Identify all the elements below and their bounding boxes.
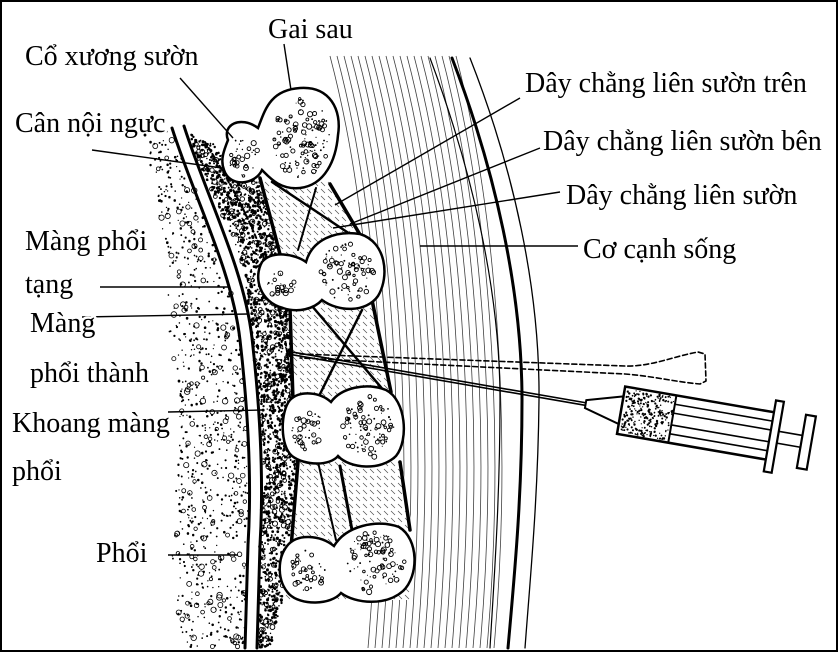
label-mang-phoi-tang-line1: Màng phổi — [25, 226, 147, 257]
label-co-canh-song: Cơ cạnh sống — [583, 234, 736, 265]
label-day-chang-lien-suon-tren: Dây chằng liên sườn trên — [525, 68, 807, 99]
label-day-chang-lien-suon-ben: Dây chằng liên sườn bên — [543, 126, 822, 157]
label-mang-phoi-tang-line2: tạng — [25, 269, 73, 300]
label-mang-phoi-thanh-line1: Màng — [30, 308, 95, 339]
label-can-noi-nguc: Cân nội ngực — [15, 108, 166, 139]
label-khoang-mang-phoi-line1: Khoang màng — [12, 408, 170, 439]
needle-tip — [289, 351, 294, 356]
label-phoi: Phổi — [96, 538, 148, 569]
label-mang-phoi-thanh-line2: phổi thành — [30, 358, 149, 389]
label-co-xuong-suon: Cổ xương sườn — [25, 41, 199, 72]
label-khoang-mang-phoi-line2: phổi — [12, 456, 62, 487]
label-day-chang-lien-suon: Dây chằng liên sườn — [566, 180, 797, 211]
label-gai-sau: Gai sau — [268, 14, 353, 45]
